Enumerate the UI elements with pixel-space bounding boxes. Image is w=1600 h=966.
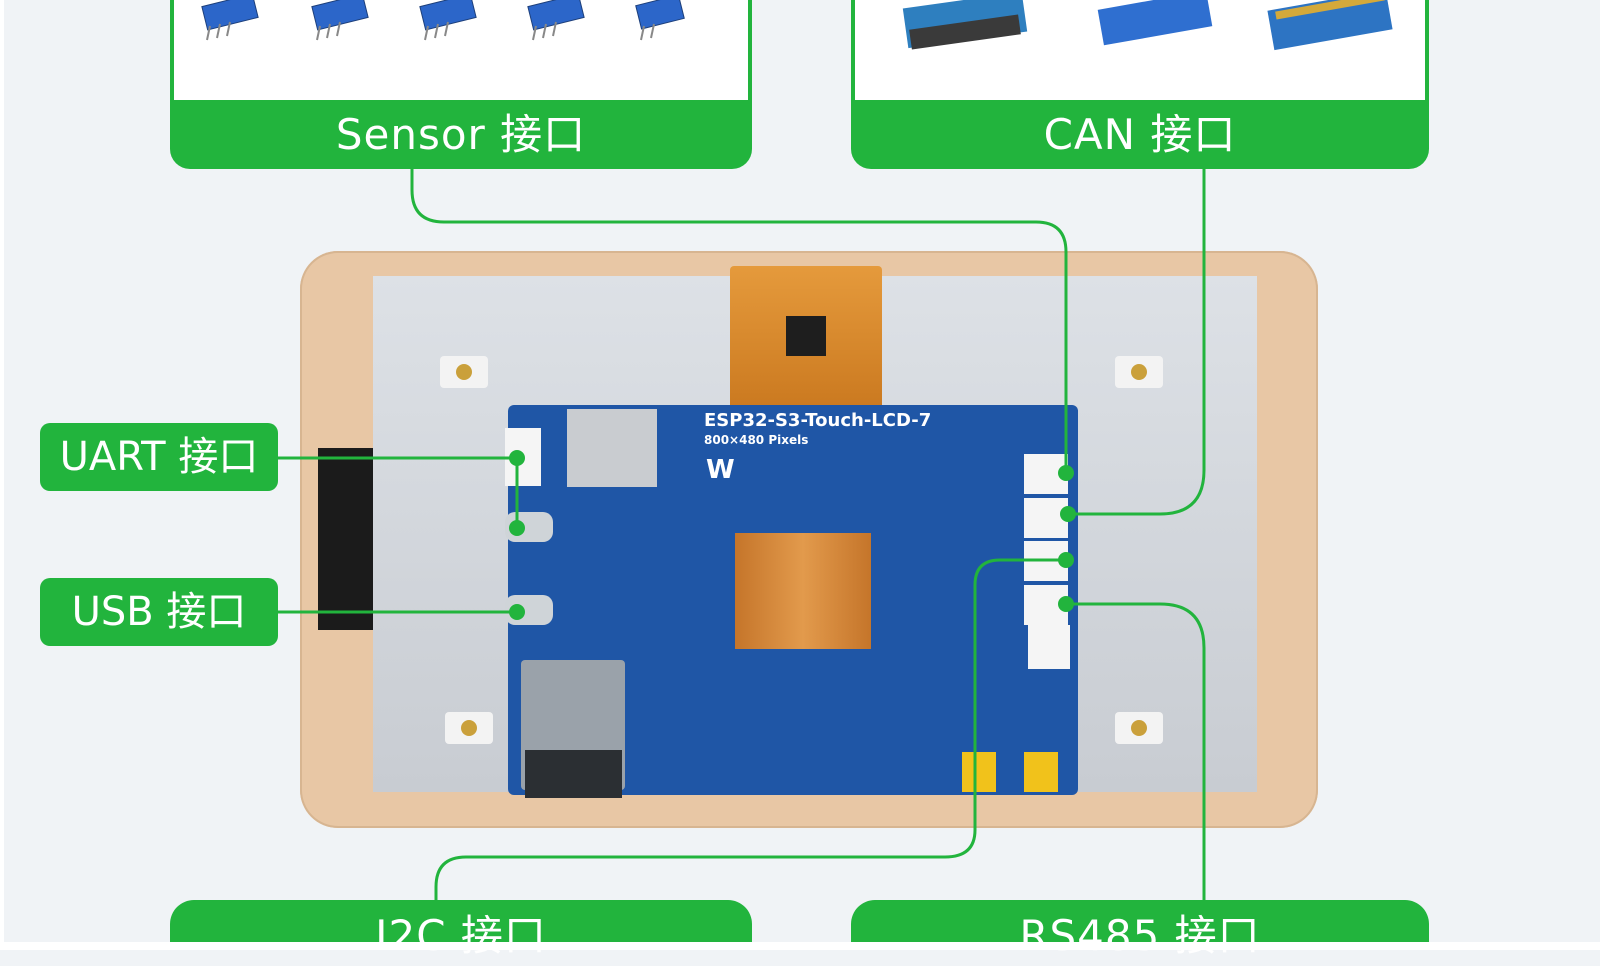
- can-jumper: [1024, 752, 1058, 792]
- bottom-page-strip: [0, 942, 1600, 950]
- can-products-photo: [855, 0, 1425, 100]
- can-label: CAN 接口: [1043, 110, 1237, 159]
- standoff-screw: [456, 364, 472, 380]
- sensor-products-photo: [174, 0, 748, 100]
- standoff-bottom-left: [445, 712, 493, 744]
- standoff-screw: [461, 720, 477, 736]
- standoff-top-left: [440, 356, 488, 388]
- page-edge: [0, 0, 4, 950]
- tf-card-slot: [567, 409, 657, 487]
- lcd-ribbon-cable: [735, 533, 871, 649]
- module-antenna: [525, 750, 622, 798]
- sensor-card: Sensor 接口: [170, 0, 752, 169]
- standoff-top-right: [1115, 356, 1163, 388]
- can-connector: [1024, 498, 1068, 538]
- rs485-jumper: [962, 752, 996, 792]
- rs485-label: RS485 接口: [1019, 911, 1261, 960]
- sensor-label: Sensor 接口: [335, 110, 587, 159]
- sensor-modules-illustration: [201, 0, 685, 41]
- waveshare-logo-icon: W: [706, 455, 735, 485]
- battery-connector: [1028, 625, 1070, 669]
- i2c-leader-line: [434, 558, 1066, 903]
- usb-label: USB 接口: [40, 578, 278, 646]
- uart-label: UART 接口: [40, 423, 278, 491]
- board-title: ESP32-S3-Touch-LCD-7: [704, 410, 932, 431]
- board-resolution: 800×480 Pixels: [704, 433, 809, 447]
- i2c-card: I2C 接口: [170, 900, 752, 960]
- standoff-screw: [1131, 364, 1147, 380]
- touch-controller-chip: [786, 316, 826, 356]
- rs485-leader-line: [1066, 602, 1206, 903]
- standoff-screw: [1131, 720, 1147, 736]
- standoff-bottom-right: [1115, 712, 1163, 744]
- can-card: CAN 接口: [851, 0, 1429, 169]
- can-modules-illustration: [902, 0, 1393, 51]
- can-leader-line: [1068, 169, 1206, 516]
- sensor-leader-line: [410, 169, 1068, 473]
- display-side-tab: [318, 448, 374, 630]
- i2c-label: I2C 接口: [375, 911, 547, 960]
